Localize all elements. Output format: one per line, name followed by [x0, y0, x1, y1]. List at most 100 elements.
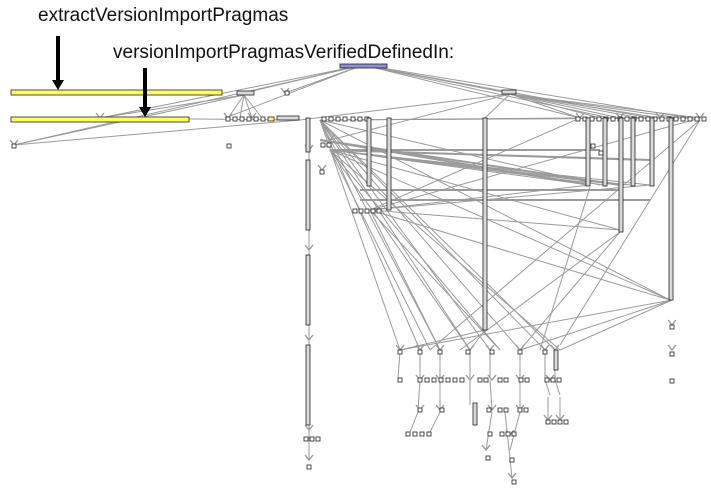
method-node	[226, 143, 232, 149]
method-node	[489, 349, 495, 355]
method-node	[350, 116, 356, 122]
edge	[504, 411, 513, 479]
method-node	[497, 407, 503, 413]
edge-arrowhead	[304, 454, 314, 462]
method-node	[315, 436, 321, 442]
edge	[243, 94, 253, 119]
method-node	[556, 377, 562, 383]
edge	[319, 139, 621, 186]
method-node	[459, 377, 465, 383]
method-node	[439, 407, 445, 413]
method-node	[321, 116, 327, 122]
method-node	[563, 419, 569, 425]
method-node	[517, 349, 523, 355]
method-node	[465, 349, 471, 355]
method-node	[376, 208, 382, 214]
method-node	[437, 349, 443, 355]
edge	[319, 119, 546, 351]
method-node	[638, 116, 644, 122]
method-node	[542, 349, 548, 355]
edge-arrowhead	[507, 472, 517, 480]
method-node	[472, 402, 478, 426]
method-node	[284, 90, 290, 96]
method-node	[501, 89, 517, 95]
edge	[509, 93, 701, 119]
method-node	[386, 117, 392, 211]
method-node	[417, 377, 423, 383]
callout-arrows-layer	[52, 36, 151, 117]
method-node	[364, 208, 370, 214]
method-node	[303, 436, 309, 442]
edge	[329, 149, 561, 351]
edge	[369, 184, 651, 211]
edge	[319, 117, 701, 121]
callout-arrow-head	[139, 107, 151, 117]
edge	[539, 186, 591, 351]
edge-arrowhead	[487, 374, 497, 382]
highlighted-node-small	[267, 116, 275, 122]
method-node	[305, 344, 311, 426]
method-node	[509, 457, 515, 463]
method-node	[335, 116, 341, 122]
edge	[489, 379, 493, 411]
method-node	[239, 116, 245, 122]
edge-arrowhead	[465, 374, 475, 382]
edge-arrowhead	[695, 112, 705, 120]
method-node	[477, 377, 483, 383]
callout-arrow-head	[52, 80, 64, 90]
method-node	[397, 377, 403, 383]
edge-arrowhead	[304, 244, 314, 252]
highlighted-node-version-import-pragmas-verified-defined-in	[10, 116, 190, 123]
edge	[509, 411, 521, 451]
method-node	[550, 377, 556, 383]
edge	[362, 64, 581, 119]
edge-arrowhead	[481, 444, 491, 452]
edge	[243, 94, 263, 119]
method-node	[505, 431, 511, 437]
edge-arrowhead	[667, 319, 677, 327]
edge-arrowhead	[540, 344, 550, 352]
edge	[519, 231, 621, 351]
edge	[429, 119, 701, 351]
method-node	[452, 377, 458, 383]
method-node	[483, 377, 489, 383]
method-node	[11, 143, 17, 149]
annotation-version-import-pragmas-verified-defined-in: versionImportPragmasVerifiedDefinedIn:	[113, 42, 455, 63]
method-node	[260, 116, 266, 122]
edge	[559, 119, 701, 346]
method-node	[417, 349, 423, 355]
method-node	[511, 479, 517, 485]
method-node	[405, 431, 411, 437]
method-node	[503, 377, 509, 383]
edge	[319, 119, 401, 351]
method-node	[585, 117, 591, 187]
method-node	[370, 208, 376, 214]
method-node	[687, 116, 693, 122]
method-node	[426, 431, 432, 437]
edge	[99, 94, 245, 119]
edge-arrowhead	[435, 344, 445, 352]
method-node	[357, 116, 363, 122]
edge	[369, 209, 501, 351]
method-node	[669, 324, 675, 330]
method-node	[225, 116, 231, 122]
annotation-extract-version-import-pragmas: extractVersionImportPragmas	[38, 5, 289, 26]
method-node	[358, 208, 364, 214]
method-node	[589, 116, 595, 122]
method-node	[673, 116, 679, 122]
edge	[519, 299, 673, 351]
method-node	[544, 377, 550, 383]
method-node	[328, 116, 334, 122]
method-node	[557, 419, 563, 425]
method-node	[232, 116, 238, 122]
method-node	[518, 377, 524, 383]
edge-arrowhead	[247, 112, 257, 120]
method-node	[523, 407, 529, 413]
edge	[319, 119, 471, 351]
edge	[369, 209, 441, 351]
method-node	[412, 431, 418, 437]
method-node	[596, 116, 602, 122]
edge	[429, 411, 441, 433]
method-node	[305, 159, 311, 231]
